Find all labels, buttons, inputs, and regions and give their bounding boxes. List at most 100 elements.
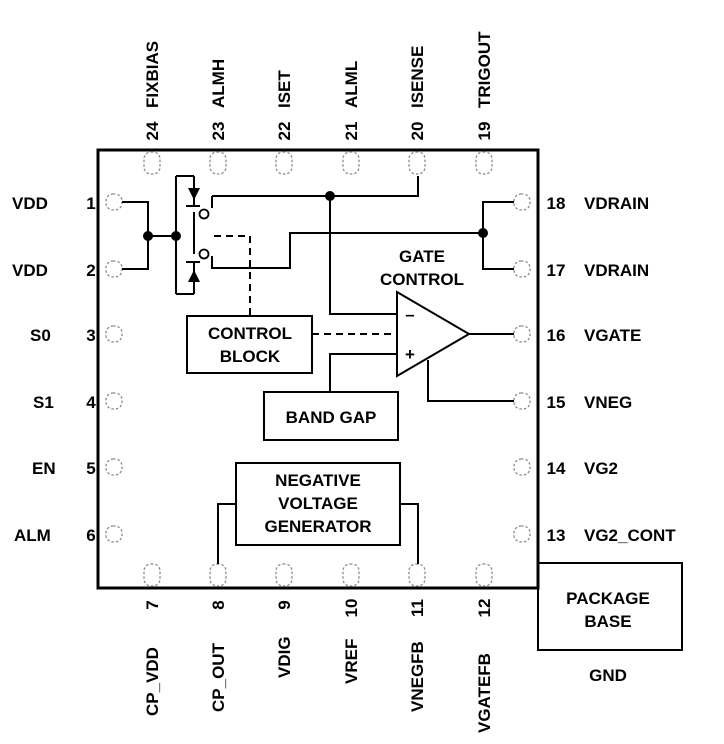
package-base-label-2: BASE	[584, 612, 631, 631]
pin-4-number: 4	[86, 393, 96, 412]
pin-15: 15 VNEG	[513, 392, 632, 412]
pin-12-pad	[475, 563, 493, 587]
pin-7-name: CP_VDD	[143, 647, 162, 716]
pin-4: S1 4	[33, 392, 123, 412]
pin-16-name: VGATE	[584, 326, 641, 345]
pin-3-name: S0	[30, 326, 51, 345]
pin-3-pad	[105, 325, 123, 343]
package-base-box	[537, 562, 683, 651]
pin-20: 20 ISENSE	[408, 46, 427, 175]
switch-frame	[175, 175, 195, 295]
pin-24: 24 FIXBIAS	[143, 41, 162, 175]
pin-17-name: VDRAIN	[584, 261, 649, 280]
pin-11-pad	[408, 563, 426, 587]
pin-8: 8 CP_OUT	[209, 563, 228, 712]
pin-14-name: VG2	[584, 459, 618, 478]
pin-21-name: ALML	[342, 61, 361, 108]
pin-20-number: 20	[408, 122, 427, 141]
pin-23-name: ALMH	[209, 59, 228, 108]
pin-19-pad	[475, 151, 493, 175]
pin-5: EN 5	[32, 458, 123, 478]
pin-2-number: 2	[86, 261, 95, 280]
pin-9-pad	[275, 563, 293, 587]
vdrain-pins-wire	[482, 201, 514, 270]
pin-3-number: 3	[86, 326, 95, 345]
pin-11-number: 11	[408, 599, 427, 617]
opamp-plus-sign: +	[405, 345, 415, 364]
pin-18-pad	[513, 193, 531, 211]
pin-13-pad	[513, 525, 531, 543]
vdd-node	[143, 231, 153, 241]
switch-arrow-top	[188, 188, 200, 200]
pin-1-name: VDD	[12, 194, 48, 213]
pin-4-name: S1	[33, 393, 54, 412]
pin-12-number: 12	[475, 599, 494, 618]
minus-input-wire	[329, 196, 398, 315]
gate-control-label-2: CONTROL	[380, 270, 464, 289]
pin-22: 22 ISET	[275, 70, 294, 175]
package-base-label-1: PACKAGE	[566, 589, 650, 608]
pin-23: 23 ALMH	[209, 59, 228, 175]
pin-3: S0 3	[30, 325, 123, 345]
pin-8-name: CP_OUT	[209, 642, 228, 712]
pin-2-name: VDD	[12, 261, 48, 280]
pin-21-number: 21	[342, 122, 361, 141]
pin-20-pad	[408, 151, 426, 175]
pin-14-number: 14	[547, 459, 566, 478]
pin-14: 14 VG2	[513, 458, 618, 478]
pin-11: 11 VNEGFB	[408, 563, 427, 712]
pin-1-number: 1	[86, 194, 95, 213]
pin-15-name: VNEG	[584, 393, 632, 412]
pin-13-name: VG2_CONT	[584, 526, 676, 545]
control-block-box	[186, 315, 313, 374]
pin-17: 17 VDRAIN	[513, 260, 649, 280]
pin-12: 12 VGATEFB	[475, 563, 494, 733]
band-gap-box	[263, 391, 399, 441]
vneg-wire	[427, 360, 514, 402]
pin-18-name: VDRAIN	[584, 194, 649, 213]
pin-7: 7 CP_VDD	[143, 563, 162, 716]
pin-6-number: 6	[86, 526, 95, 545]
control-to-switch-dash	[214, 235, 251, 316]
nvg-label-2: VOLTAGE	[278, 494, 358, 513]
switch-contact-top	[198, 208, 210, 220]
internal-wiring	[122, 175, 514, 564]
pin-2-pad	[105, 260, 123, 278]
pin-21: 21 ALML	[342, 61, 361, 175]
pin-10-number: 10	[342, 599, 361, 618]
pin-13: 13 VG2_CONT	[513, 525, 676, 545]
pin-19-name: TRIGOUT	[475, 31, 494, 108]
pin-6-name: ALM	[14, 526, 51, 545]
pin-5-name: EN	[32, 459, 56, 478]
pin-8-pad	[209, 563, 227, 587]
pin-9-name: VDIG	[275, 636, 294, 678]
pin-15-number: 15	[547, 393, 566, 412]
package-outline	[96, 148, 540, 590]
nvg-label-1: NEGATIVE	[275, 471, 361, 490]
plus-input-wire	[329, 353, 398, 392]
pin-6-pad	[105, 525, 123, 543]
switch-contact-bottom	[198, 248, 210, 260]
pin-24-number: 24	[143, 121, 162, 140]
vdd-wire	[122, 201, 176, 270]
pin-24-pad	[143, 151, 161, 175]
control-block-label-2: BLOCK	[220, 347, 281, 366]
pin-17-pad	[513, 260, 531, 278]
band-gap-label: BAND GAP	[286, 408, 377, 427]
gnd-label: GND	[589, 666, 627, 685]
pin-23-pad	[209, 151, 227, 175]
pin-6: ALM 6	[14, 525, 123, 545]
pin-9-number: 9	[275, 600, 294, 609]
opamp-minus-sign: –	[405, 305, 414, 324]
pin-4-pad	[105, 392, 123, 410]
pin-12-name: VGATEFB	[475, 653, 494, 733]
switch-gates	[186, 205, 200, 263]
pin-1: VDD 1	[12, 193, 123, 213]
pin-22-name: ISET	[275, 70, 294, 108]
pin-5-pad	[105, 458, 123, 476]
pin-16-number: 16	[547, 326, 566, 345]
nvg-label-3: GENERATOR	[264, 517, 371, 536]
pin-13-number: 13	[547, 526, 566, 545]
vdrain-wire	[211, 232, 483, 269]
